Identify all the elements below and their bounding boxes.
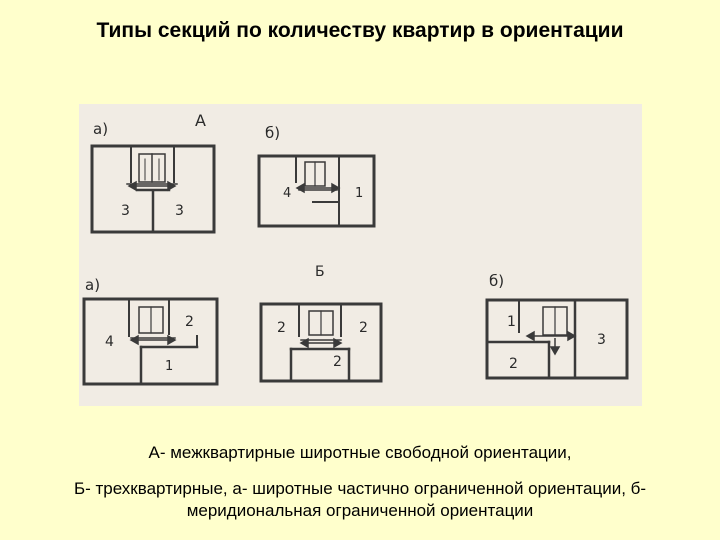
room-label: 2 xyxy=(509,356,518,372)
slide-title: Типы секций по количеству квартир в орие… xyxy=(96,19,624,42)
room-label: 4 xyxy=(283,186,291,201)
sub-b-label-b: б) xyxy=(489,272,504,290)
plan-a-a xyxy=(90,144,216,234)
section-plans-drawing: А а) б) Б а) б) 3 3 4 1 4 2 1 2 2 2 1 3 … xyxy=(82,111,629,386)
room-label: 3 xyxy=(597,332,606,348)
group-b-label: Б xyxy=(315,264,325,280)
plan-a-b xyxy=(257,154,376,228)
room-label: 3 xyxy=(175,203,184,219)
room-label: 1 xyxy=(165,359,173,374)
sub-a-label-b: а) xyxy=(85,276,100,294)
sub-a-label: а) xyxy=(93,120,108,138)
group-a-label: А xyxy=(195,111,206,130)
sub-b-label: б) xyxy=(265,124,280,142)
room-label: 2 xyxy=(277,320,286,336)
room-label: 1 xyxy=(355,186,363,201)
room-label: 1 xyxy=(507,314,516,330)
room-label: 2 xyxy=(185,314,194,330)
room-label: 4 xyxy=(105,334,114,350)
caption-type-b: Б- трехквартирные, а- широтные частично … xyxy=(73,479,647,520)
caption-type-a: А- межквартирные широтные свободной орие… xyxy=(148,443,572,462)
section-plans-figure: А а) б) Б а) б) 3 3 4 1 4 2 1 2 2 2 1 3 … xyxy=(79,104,642,406)
plan-b-a1 xyxy=(82,297,219,386)
room-label: 2 xyxy=(359,320,368,336)
room-label: 3 xyxy=(121,203,130,219)
room-label: 2 xyxy=(333,354,342,370)
plan-b-b xyxy=(485,298,629,380)
